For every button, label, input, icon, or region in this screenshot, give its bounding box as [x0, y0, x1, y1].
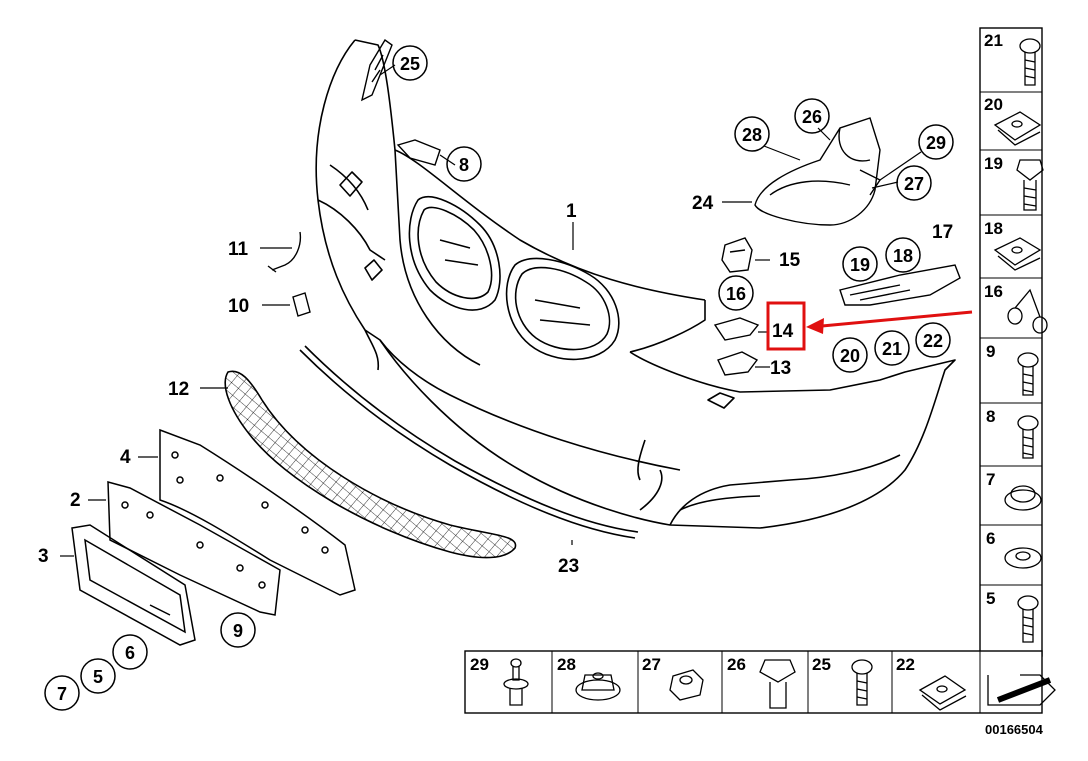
label-14: 14	[772, 321, 794, 342]
kidney-grille[interactable]	[408, 196, 620, 361]
label-18: 18	[893, 246, 913, 266]
label-6: 6	[125, 643, 135, 663]
lower-grille-part-12[interactable]	[224, 370, 517, 559]
side-label-9: 9	[986, 342, 995, 361]
license-plate-base-part-3[interactable]	[71, 524, 196, 646]
screw-8-icon[interactable]	[1017, 415, 1039, 459]
side-label-5: 5	[986, 589, 995, 608]
screw-21-icon[interactable]	[1019, 38, 1041, 86]
label-23: 23	[558, 556, 579, 577]
label-9: 9	[233, 621, 243, 641]
callout-labels: 1 11 10 12 4 2 3 24 17 15 13 23	[38, 193, 953, 577]
label-17: 17	[932, 222, 953, 243]
label-29: 29	[926, 133, 946, 153]
screw-5-icon[interactable]	[1017, 595, 1039, 643]
washer-6-icon[interactable]	[1004, 547, 1042, 569]
bottom-label-26: 26	[727, 655, 746, 674]
bottom-hardware-panel	[464, 650, 1043, 714]
label-1: 1	[566, 201, 577, 222]
clip-part-15[interactable]	[721, 237, 753, 273]
bottom-label-29: 29	[470, 655, 489, 674]
front-bumper-cover[interactable]	[315, 39, 956, 529]
nut-28-icon[interactable]	[575, 672, 621, 701]
label-7: 7	[57, 684, 67, 704]
highlight-part-14[interactable]: 14	[766, 301, 973, 351]
cap-part-10[interactable]	[292, 292, 311, 317]
side-label-18: 18	[984, 219, 1003, 238]
side-label-20: 20	[984, 95, 1003, 114]
label-12: 12	[168, 379, 189, 400]
label-13: 13	[770, 358, 791, 379]
label-8: 8	[459, 155, 469, 175]
bracket-part-17[interactable]	[839, 264, 961, 306]
label-20: 20	[840, 346, 860, 366]
cable-part-11[interactable]	[267, 231, 302, 273]
speed-nut-20-icon[interactable]	[993, 111, 1042, 146]
side-label-7: 7	[986, 470, 995, 489]
label-3: 3	[38, 546, 49, 567]
side-label-16: 16	[984, 282, 1003, 301]
circled-callout-labels: 25 8 28 26 29 27 19 18 16 20 21 22 9 6 5…	[57, 54, 946, 704]
label-11: 11	[228, 239, 249, 260]
label-28: 28	[742, 125, 762, 145]
nut-27-icon[interactable]	[669, 669, 704, 701]
label-2: 2	[70, 490, 81, 511]
label-25: 25	[400, 54, 420, 74]
bolt-26-icon[interactable]	[759, 659, 796, 709]
circled-callouts	[44, 45, 954, 711]
label-4: 4	[120, 447, 131, 468]
side-label-6: 6	[986, 529, 995, 548]
speed-nut-18-icon[interactable]	[993, 237, 1042, 271]
drawing-number: 00166504	[985, 722, 1044, 737]
label-10: 10	[228, 296, 249, 317]
side-label-8: 8	[986, 407, 995, 426]
side-label-21: 21	[984, 31, 1003, 50]
label-27: 27	[904, 174, 924, 194]
label-22: 22	[923, 331, 943, 351]
label-16: 16	[726, 284, 746, 304]
label-19: 19	[850, 255, 870, 275]
bottom-label-27: 27	[642, 655, 661, 674]
label-5: 5	[93, 667, 103, 687]
cover-part-13[interactable]	[717, 351, 759, 376]
label-26: 26	[802, 107, 822, 127]
plate-bracket-part-2[interactable]	[107, 481, 281, 616]
spring-clip-16-icon[interactable]	[1007, 288, 1048, 334]
screw-25-icon[interactable]	[851, 659, 873, 706]
plate-bracket-part-4[interactable]	[159, 428, 356, 596]
label-15: 15	[779, 250, 801, 271]
trim-part-8[interactable]	[396, 139, 441, 166]
red-arrow-icon	[806, 318, 824, 334]
bottom-label-28: 28	[557, 655, 576, 674]
bottom-label-22: 22	[896, 655, 915, 674]
speed-nut-22-icon[interactable]	[918, 675, 967, 711]
label-24: 24	[692, 193, 714, 214]
bottom-label-25: 25	[812, 655, 831, 674]
leader-lines	[60, 64, 922, 557]
screw-9-icon[interactable]	[1017, 352, 1039, 396]
bolt-19-icon[interactable]	[1016, 159, 1044, 211]
orientation-arrow-icon	[987, 674, 1056, 706]
strip-part-23[interactable]	[299, 345, 639, 539]
air-duct-part-24[interactable]	[754, 117, 882, 226]
expansion-rivet-29-icon[interactable]	[503, 658, 529, 706]
cover-part-14[interactable]	[713, 317, 760, 341]
label-21: 21	[882, 339, 902, 359]
plug-7-icon[interactable]	[1004, 485, 1042, 511]
side-label-19: 19	[984, 154, 1003, 173]
